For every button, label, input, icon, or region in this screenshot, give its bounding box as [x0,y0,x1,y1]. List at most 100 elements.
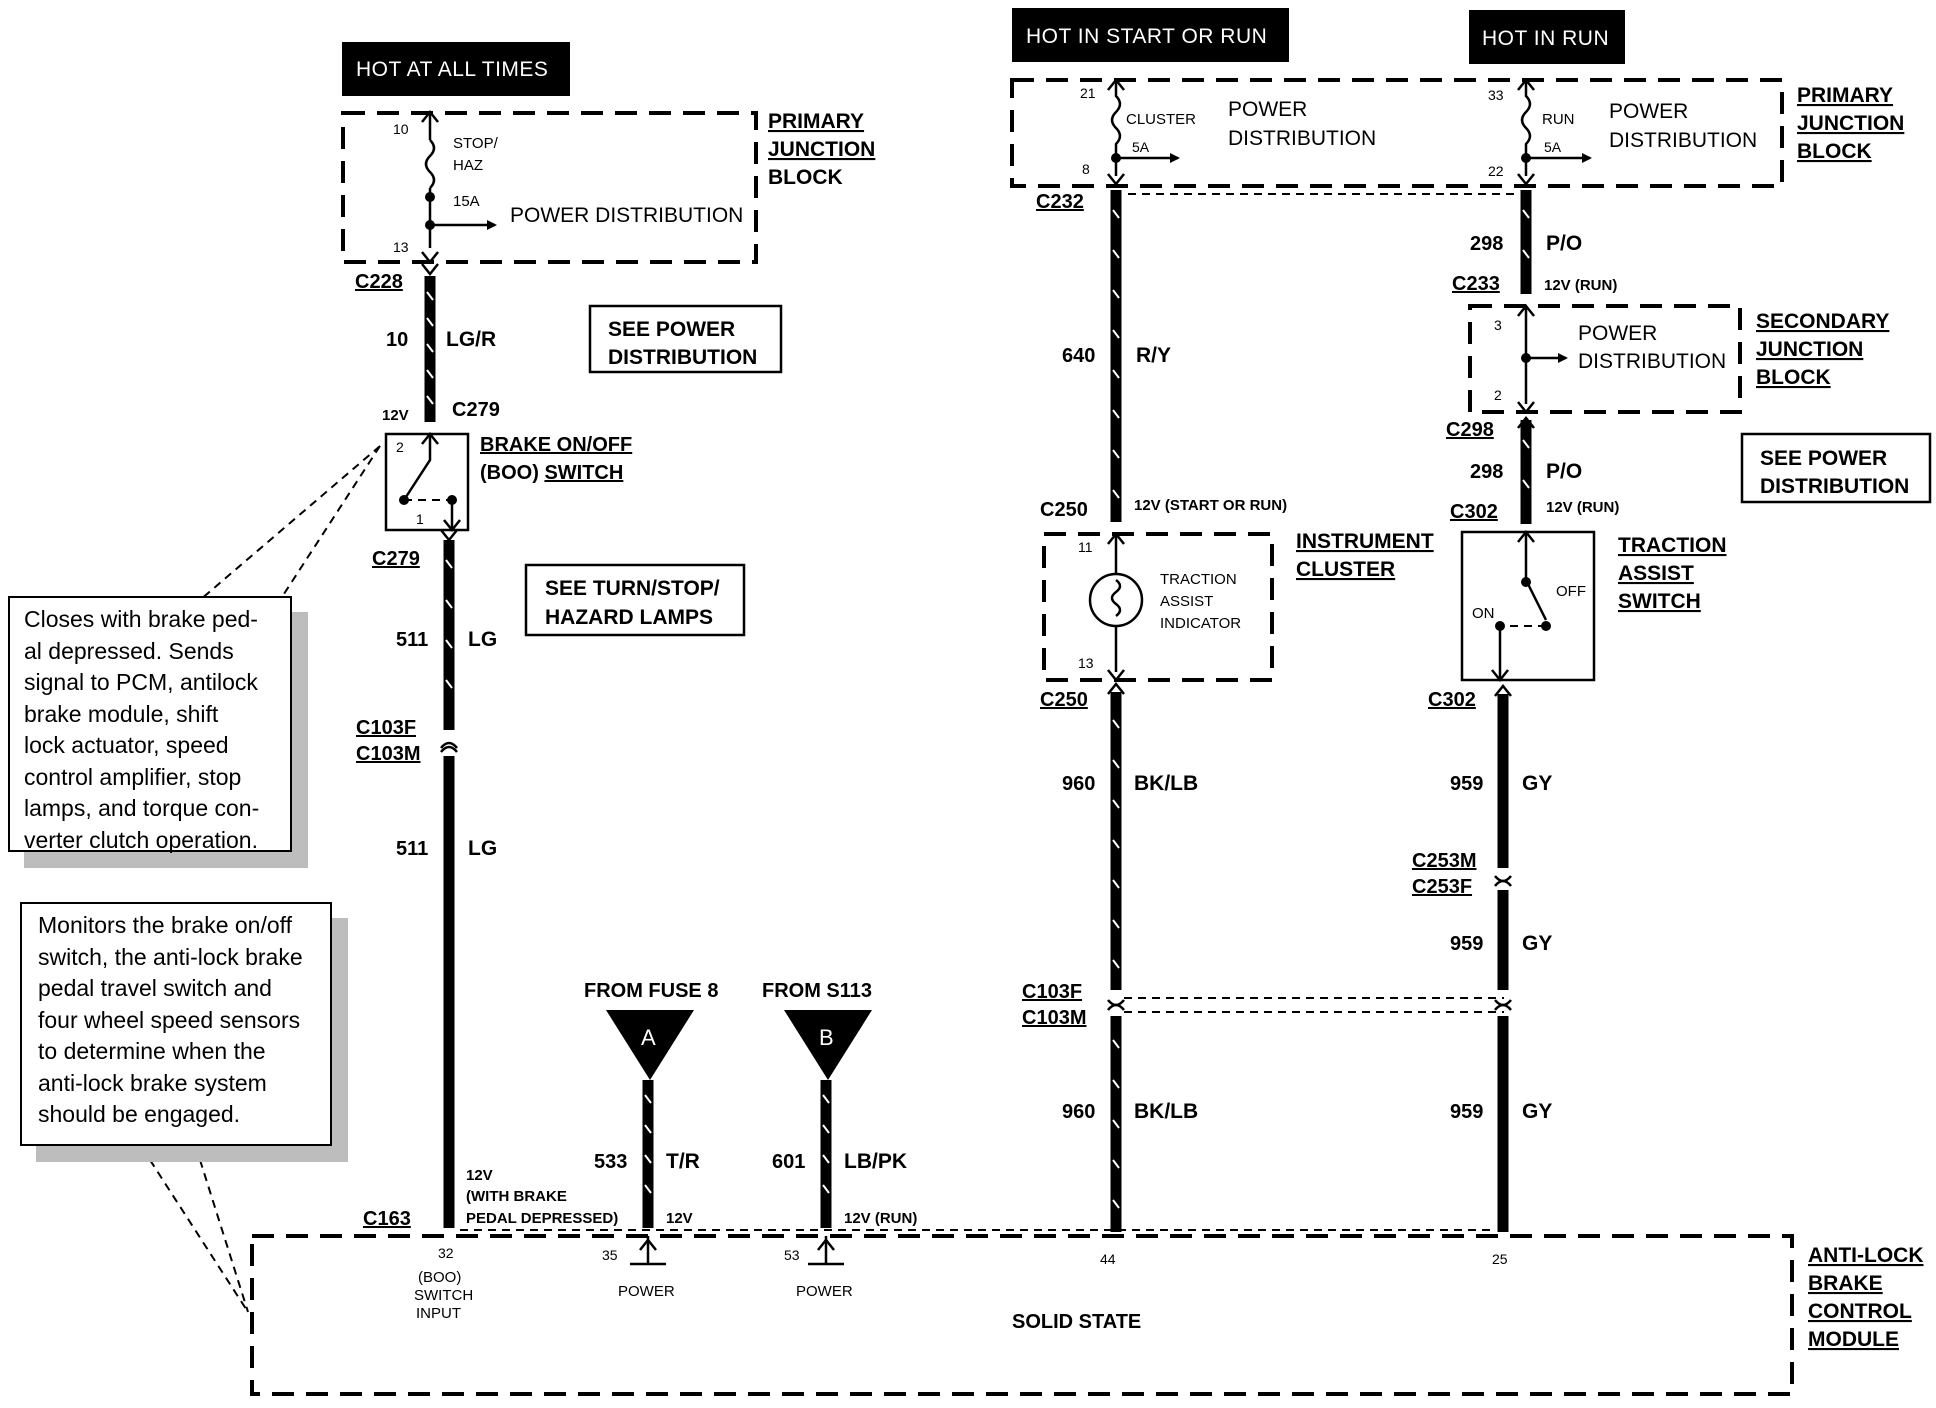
connector-c302-bottom: C302 [1428,689,1476,711]
brake-on-off-switch: 2 1 BRAKE ON/OFF (BOO) SWITCH [384,431,632,533]
block-label: PRIMARY [768,110,864,133]
pin-number: 35 [602,1247,618,1263]
pin-number: 1 [416,511,424,527]
pin-number: 2 [1494,387,1502,403]
callout-pointer [149,1159,249,1313]
block-label: BLOCK [1797,140,1872,163]
boo-switch-label-prefix: (BOO) [480,462,544,484]
connector-c103m-left: C103M [356,743,420,765]
connector-symbol [421,263,439,277]
block-label: JUNCTION [1756,338,1863,361]
wire-960-lower [1110,1016,1122,1232]
power-distribution-text: POWER [1609,100,1688,123]
see-box-text: DISTRIBUTION [1760,475,1909,498]
switch-position-off: OFF [1556,583,1586,600]
pin-number: 8 [1082,161,1090,177]
connector-symbol [440,745,458,753]
indicator-label: TRACTION [1160,571,1237,588]
wire-number: 959 [1450,933,1483,955]
wire-color: P/O [1546,232,1582,255]
connector-c279-bottom: C279 [372,548,420,570]
splice-a: FROM FUSE 8 A 533 T/R 12V [584,980,718,1228]
wire-number: 959 [1450,773,1483,795]
fuse-rating: 15A [453,193,480,210]
connector-symbol [1494,1003,1512,1011]
connector-c302-top: C302 [1450,501,1498,523]
power-distribution-text: DISTRIBUTION [1228,127,1376,150]
pin-number: 3 [1494,317,1502,333]
connector-symbol [1517,415,1535,429]
block-label: JUNCTION [768,138,875,161]
pin-number: 10 [393,121,409,137]
indicator-label: ASSIST [1160,593,1213,610]
wire-number: 298 [1470,461,1503,483]
boo-switch-label-2: (BOO) SWITCH [480,462,623,484]
instrument-cluster-label: CLUSTER [1296,558,1395,581]
connector-symbol [440,529,458,543]
pin-number: 13 [393,239,409,255]
pin-description: (BOO) [418,1269,461,1286]
wire-298-lower [1520,420,1532,524]
connector-c163: C163 [363,1208,411,1230]
see-power-distribution-box-left: SEE POWER DISTRIBUTION [588,304,783,374]
wire-color: LG [468,628,497,651]
traction-assist-switch: OFF ON TRACTION ASSIST SWITCH [1460,529,1727,683]
traction-assist-indicator-lamp [1088,572,1144,628]
wire-color: R/Y [1136,344,1171,367]
boo-switch-note: Closes with brake ped- al depressed. Sen… [8,596,292,853]
see-box-text: SEE POWER [608,318,735,341]
wire-number: 960 [1062,773,1095,795]
block-label: BLOCK [768,166,843,189]
see-box-text: HAZARD LAMPS [545,606,713,629]
wire-color: GY [1522,932,1552,955]
wire-number: 10 [386,329,408,351]
module-body-text: SOLID STATE [1012,1311,1141,1333]
fuse-rating: 5A [1132,139,1150,155]
boo-switch-label: BRAKE ON/OFF [480,434,632,456]
connector-symbol [1107,1003,1125,1011]
voltage-label: 12V (RUN) [1544,277,1617,294]
wire-number: 511 [396,629,428,651]
voltage-label: 12V (RUN) [844,1210,917,1227]
wire-color: LG [468,837,497,860]
fuse-name: HAZ [453,157,483,174]
primary-junction-block-left: 10 13 STOP/ HAZ 15A POWER DISTRIBUTION P… [341,109,875,265]
instrument-cluster-label: INSTRUMENT [1296,530,1434,553]
see-box-text: SEE POWER [1760,447,1887,470]
connector-symbol [1107,681,1125,695]
module-label: ANTI-LOCK [1808,1244,1923,1267]
wire-298-upper [1520,190,1532,294]
pin-description: POWER [618,1283,675,1300]
fuse-rating: 5A [1544,139,1562,155]
wire-number: 533 [594,1151,627,1173]
abs-module-note-text: Monitors the brake on/off switch, the an… [38,912,303,1127]
callout-pointer [199,445,381,601]
wire-number: 959 [1450,1101,1483,1123]
wire-number: 298 [1470,233,1503,255]
voltage-label: (WITH BRAKE [466,1188,567,1205]
secondary-junction-block: 3 2 POWER DISTRIBUTION SECONDARY JUNCTIO… [1468,303,1889,415]
pin-number: 21 [1080,85,1096,101]
wire-511-upper [443,540,455,730]
pin-number: 2 [396,439,404,455]
voltage-label: 12V (START OR RUN) [1134,497,1287,514]
power-distribution-text: POWER [1578,322,1657,345]
see-box-text: DISTRIBUTION [608,346,757,369]
wire-10 [424,276,436,422]
voltage-label: PEDAL DEPRESSED) [466,1210,618,1227]
connector-c228: C228 [355,271,403,293]
splice-letter: A [641,1025,656,1050]
connector-c103m-right: C103M [1022,1007,1086,1029]
primary-junction-block-right: 21 8 CLUSTER 5A POWER DISTRIBUTION 33 22… [1010,77,1904,188]
connector-c298: C298 [1446,419,1494,441]
wire-color: BK/LB [1134,772,1198,795]
wire-color: LG/R [446,328,496,351]
wire-960-upper [1110,692,1122,990]
module-label: CONTROL [1808,1300,1912,1323]
traction-switch-label: TRACTION [1618,534,1727,557]
wire-color: BK/LB [1134,1100,1198,1123]
block-label: SECONDARY [1756,310,1889,333]
wire-color: GY [1522,772,1552,795]
pin-description: POWER [796,1283,853,1300]
block-label: JUNCTION [1797,112,1904,135]
